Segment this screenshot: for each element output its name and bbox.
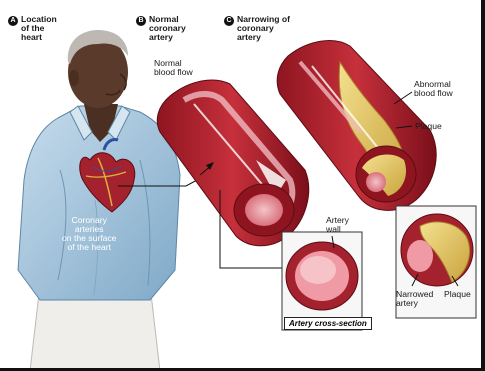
normal-blood-flow-label: Normal blood flow (154, 59, 193, 77)
abnormal-blood-flow-label: Abnormal blood flow (414, 80, 453, 98)
man-figure (18, 30, 212, 371)
panel-c-title: Narrowing of coronary artery (237, 15, 290, 42)
plaque-cross-section-label: Plaque (444, 290, 471, 299)
coronary-arteries-label: Coronary arteries on the surface of the … (62, 216, 116, 252)
panel-a-title: Location of the heart (21, 15, 57, 42)
panel-b-badge: B (136, 16, 146, 26)
artery-wall-label: Artery wall (326, 216, 349, 234)
panel-c-badge: C (224, 16, 234, 26)
narrowed-artery-label: Narrowed artery (396, 290, 433, 308)
plaque-label: Plaque (415, 122, 442, 131)
panel-b-title: Normal coronary artery (149, 15, 186, 42)
normal-cross-section (282, 232, 362, 330)
artery-cross-section-caption: Artery cross-section (284, 317, 372, 330)
panel-a-badge: A (8, 16, 18, 26)
